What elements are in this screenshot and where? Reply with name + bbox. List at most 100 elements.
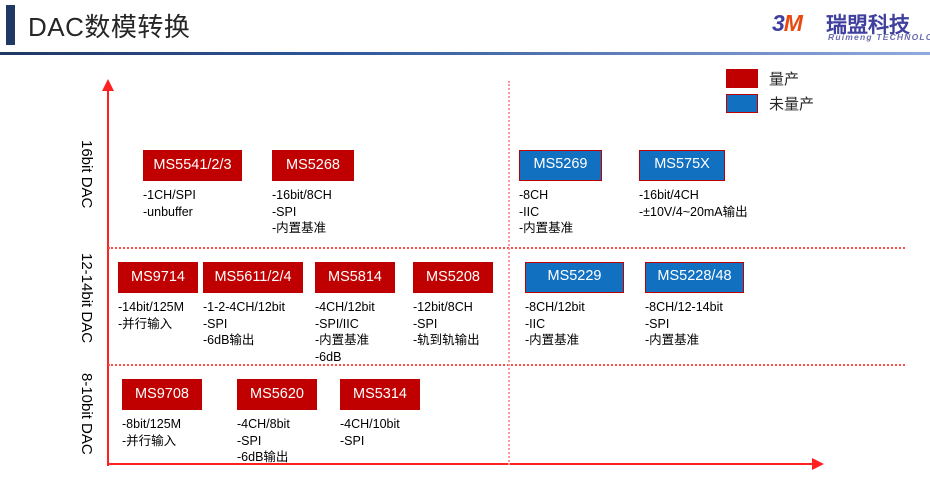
grid-line-vertical-1: [508, 81, 510, 465]
spec-line: -6dB输出: [203, 333, 255, 347]
spec-line: -内置基准: [315, 333, 370, 347]
spec-line: -1-2-4CH/12bit: [203, 300, 285, 314]
grid-line-horizontal-1: [108, 247, 905, 249]
product-specs: -16bit/4CH -±10V/4~20mA输出: [639, 187, 748, 220]
product-chip: MS5814: [315, 262, 395, 293]
spec-line: -8CH: [519, 188, 549, 202]
product-specs: -4CH/12bit -SPI/IIC -内置基准 -6dB: [315, 299, 395, 365]
logo-name-en: Ruimeng TECHNOLOGY: [828, 32, 930, 42]
band-label-16bit: 16bit DAC: [78, 140, 95, 209]
legend: 量产 未量产: [726, 67, 856, 117]
product-card-ms5269[interactable]: MS5269 -8CH -IIC -内置基准: [519, 150, 602, 237]
spec-line: -16bit/4CH: [639, 188, 699, 202]
product-chip: MS5611/2/4: [203, 262, 303, 293]
legend-item-not-mass-production: 未量产: [726, 92, 856, 115]
page-title: DAC数模转换: [28, 12, 191, 42]
product-specs: -8bit/125M -并行输入: [122, 416, 202, 449]
spec-line: -SPI/IIC: [315, 316, 359, 331]
product-chip: MS5228/48: [645, 262, 744, 293]
spec-line: -8CH/12bit: [525, 300, 585, 314]
product-card-ms5814[interactable]: MS5814 -4CH/12bit -SPI/IIC -内置基准 -6dB: [315, 262, 395, 365]
product-specs: -12bit/8CH -SPI -轨到轨输出: [413, 299, 493, 349]
band-label-8-10bit: 8-10bit DAC: [78, 373, 95, 455]
product-card-ms5541[interactable]: MS5541/2/3 -1CH/SPI -unbuffer: [143, 150, 242, 220]
product-card-ms5314[interactable]: MS5314 -4CH/10bit -SPI: [340, 379, 420, 449]
spec-line: -SPI: [272, 204, 297, 219]
product-card-ms5228[interactable]: MS5228/48 -8CH/12-14bit -SPI -内置基准: [645, 262, 744, 349]
x-axis-line: [107, 463, 814, 465]
y-axis-line: [107, 88, 109, 466]
spec-line: -SPI: [340, 433, 365, 448]
spec-line: -内置基准: [525, 333, 580, 347]
product-card-ms9708[interactable]: MS9708 -8bit/125M -并行输入: [122, 379, 202, 449]
logo-name-cn: 瑞盟科技: [826, 14, 910, 37]
product-card-ms575x[interactable]: MS575X -16bit/4CH -±10V/4~20mA输出: [639, 150, 748, 220]
product-specs: -1CH/SPI -unbuffer: [143, 187, 242, 220]
spec-line: -SPI: [237, 433, 262, 448]
spec-line: -6dB: [315, 349, 342, 364]
legend-label-mass-production: 量产: [769, 71, 800, 88]
spec-line: -并行输入: [122, 433, 177, 448]
band-label-12-14bit: 12-14bit DAC: [78, 253, 95, 344]
product-chip: MS5229: [525, 262, 624, 293]
spec-line: -±10V/4~20mA输出: [639, 204, 748, 219]
spec-line: -4CH/10bit: [340, 417, 400, 431]
product-chip: MS5208: [413, 262, 493, 293]
grid-line-horizontal-2: [108, 364, 905, 366]
spec-line: -轨到轨输出: [413, 333, 480, 347]
spec-line: -14bit/125M: [118, 300, 185, 314]
spec-line: -内置基准: [519, 221, 574, 235]
dac-product-matrix: 16bit DAC 12-14bit DAC 8-10bit DAC MS554…: [0, 55, 930, 503]
product-specs: -1-2-4CH/12bit -SPI -6dB输出: [203, 299, 303, 349]
spec-line: -1CH/SPI: [143, 188, 196, 202]
spec-line: -SPI: [203, 316, 228, 331]
product-chip: MS5269: [519, 150, 602, 181]
title-accent-bar: [6, 5, 15, 45]
spec-line: -IIC: [519, 204, 540, 219]
logo-mark-icon: 3M: [772, 10, 803, 36]
product-chip: MS5268: [272, 150, 354, 181]
spec-line: -4CH/12bit: [315, 300, 375, 314]
product-card-ms5208[interactable]: MS5208 -12bit/8CH -SPI -轨到轨输出: [413, 262, 493, 349]
product-specs: -14bit/125M -并行输入: [118, 299, 198, 332]
product-chip: MS9708: [122, 379, 202, 410]
legend-swatch-red-icon: [726, 69, 758, 88]
product-chip: MS5314: [340, 379, 420, 410]
spec-line: -6dB输出: [237, 450, 289, 464]
legend-swatch-blue-icon: [726, 94, 758, 113]
product-chip: MS9714: [118, 262, 198, 293]
product-chip: MS5541/2/3: [143, 150, 242, 181]
legend-label-not-mass-production: 未量产: [769, 96, 815, 113]
header-divider: [0, 52, 930, 55]
spec-line: -4CH/8bit: [237, 417, 290, 431]
product-chip: MS5620: [237, 379, 317, 410]
product-card-ms5620[interactable]: MS5620 -4CH/8bit -SPI -6dB输出: [237, 379, 317, 466]
spec-line: -内置基准: [272, 221, 327, 235]
product-specs: -8CH/12bit -IIC -内置基准: [525, 299, 624, 349]
x-axis-arrow-icon: [812, 458, 824, 470]
product-specs: -4CH/10bit -SPI: [340, 416, 420, 449]
spec-line: -8CH/12-14bit: [645, 300, 723, 314]
spec-line: -IIC: [525, 316, 546, 331]
product-specs: -4CH/8bit -SPI -6dB输出: [237, 416, 317, 466]
spec-line: -内置基准: [645, 333, 700, 347]
spec-line: -16bit/8CH: [272, 188, 332, 202]
page-header: DAC数模转换 3M 瑞盟科技 Ruimeng TECHNOLOGY: [0, 0, 930, 52]
spec-line: -8bit/125M: [122, 417, 182, 431]
product-card-ms9714[interactable]: MS9714 -14bit/125M -并行输入: [118, 262, 198, 332]
spec-line: -SPI: [413, 316, 438, 331]
product-specs: -8CH/12-14bit -SPI -内置基准: [645, 299, 744, 349]
spec-line: -并行输入: [118, 316, 173, 331]
product-specs: -16bit/8CH -SPI -内置基准: [272, 187, 354, 237]
product-card-ms5611[interactable]: MS5611/2/4 -1-2-4CH/12bit -SPI -6dB输出: [203, 262, 303, 349]
product-card-ms5229[interactable]: MS5229 -8CH/12bit -IIC -内置基准: [525, 262, 624, 349]
spec-line: -12bit/8CH: [413, 300, 473, 314]
product-card-ms5268[interactable]: MS5268 -16bit/8CH -SPI -内置基准: [272, 150, 354, 237]
product-specs: -8CH -IIC -内置基准: [519, 187, 602, 237]
legend-item-mass-production: 量产: [726, 67, 856, 90]
y-axis-arrow-icon: [102, 79, 114, 91]
spec-line: -SPI: [645, 316, 670, 331]
spec-line: -unbuffer: [143, 204, 193, 219]
company-logo: 3M 瑞盟科技 Ruimeng TECHNOLOGY: [772, 8, 930, 46]
product-chip: MS575X: [639, 150, 725, 181]
